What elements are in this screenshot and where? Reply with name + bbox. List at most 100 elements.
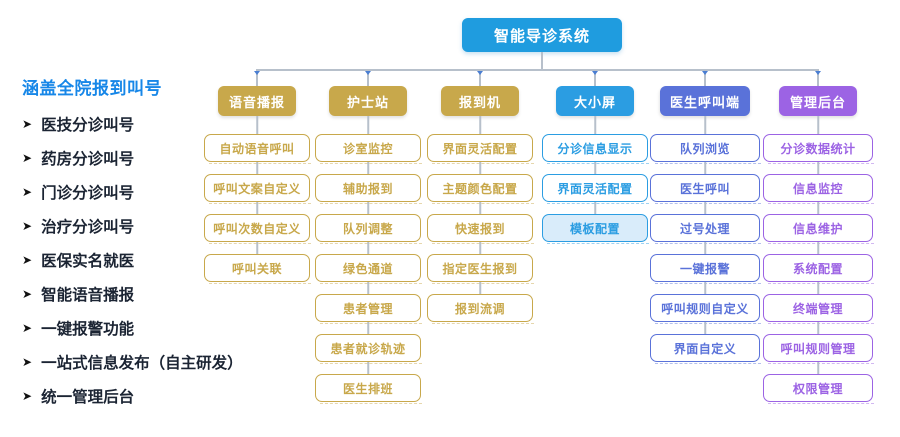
sidebar-item: ➤药房分诊叫号	[22, 141, 272, 175]
connector-line	[256, 202, 258, 214]
connector-line	[256, 116, 258, 134]
feature-node: 呼叫规则管理	[763, 334, 874, 364]
connector-line	[367, 116, 369, 134]
feature-node: 呼叫文案自定义	[204, 174, 311, 204]
column-header: 语音播报	[218, 86, 296, 116]
connector-line	[594, 162, 596, 174]
feature-node: 医生排班	[315, 374, 422, 404]
connector-line	[479, 242, 481, 254]
sidebar-item: ➤治疗分诊叫号	[22, 209, 272, 243]
feature-node: 过号处理	[650, 214, 761, 244]
column-header: 报到机	[441, 86, 519, 116]
feature-sidebar: 涵盖全院报到叫号 ➤医技分诊叫号➤药房分诊叫号➤门诊分诊叫号➤治疗分诊叫号➤医保…	[22, 74, 272, 413]
connector-line	[367, 242, 369, 254]
arrow-bullet-icon: ➤	[22, 219, 33, 233]
connector-line	[256, 70, 258, 86]
module-column-1: 语音播报自动语音呼叫呼叫文案自定义呼叫次数自定义呼叫关联	[204, 86, 311, 294]
arrow-bullet-icon: ➤	[22, 355, 33, 369]
arrow-bullet-icon: ➤	[22, 185, 33, 199]
feature-node: 分诊数据统计	[763, 134, 874, 164]
connector-line	[704, 116, 706, 134]
connector-line	[704, 322, 706, 334]
feature-node: 患者管理	[315, 294, 422, 324]
sidebar-item: ➤门诊分诊叫号	[22, 175, 272, 209]
sidebar-item: ➤统一管理后台	[22, 379, 272, 413]
connector-line	[704, 282, 706, 294]
connector-line	[817, 322, 819, 334]
sidebar-list: ➤医技分诊叫号➤药房分诊叫号➤门诊分诊叫号➤治疗分诊叫号➤医保实名就医➤智能语音…	[22, 107, 272, 413]
sidebar-item: ➤ 医保实名就医	[22, 243, 272, 277]
arrow-bullet-icon: ➤	[22, 253, 33, 267]
connector-line	[367, 282, 369, 294]
feature-node: 模板配置	[542, 214, 649, 244]
connector-line	[594, 116, 596, 134]
feature-node: 队列浏览	[650, 134, 761, 164]
connector-line	[367, 202, 369, 214]
connector-line	[479, 70, 481, 86]
connector-line	[704, 242, 706, 254]
feature-node: 分诊信息显示	[542, 134, 649, 164]
feature-node: 辅助报到	[315, 174, 422, 204]
column-header: 管理后台	[779, 86, 857, 116]
connector-line	[594, 70, 596, 86]
connector-line	[817, 242, 819, 254]
sidebar-item-label: 一键报警功能	[41, 321, 135, 338]
connector-line	[256, 69, 819, 71]
connector-line	[594, 202, 596, 214]
connector-line	[541, 52, 543, 70]
sidebar-item: ➤医技分诊叫号	[22, 107, 272, 141]
feature-node: 绿色通道	[315, 254, 422, 284]
sidebar-title: 涵盖全院报到叫号	[22, 79, 162, 98]
feature-node: 界面灵活配置	[542, 174, 649, 204]
module-column-5: 医生呼叫端队列浏览医生呼叫过号处理一键报警呼叫规则自定义界面自定义	[650, 86, 761, 374]
connector-line	[817, 282, 819, 294]
module-column-6: 管理后台分诊数据统计信息监控信息维护系统配置终端管理呼叫规则管理权限管理	[763, 86, 874, 414]
feature-node: 呼叫规则自定义	[650, 294, 761, 324]
feature-node: 主题颜色配置	[427, 174, 534, 204]
column-header: 医生呼叫端	[659, 86, 751, 116]
feature-node: 指定医生报到	[427, 254, 534, 284]
feature-node: 一键报警	[650, 254, 761, 284]
connector-line	[479, 282, 481, 294]
feature-node: 快速报到	[427, 214, 534, 244]
feature-node: 患者就诊轨迹	[315, 334, 422, 364]
feature-node: 权限管理	[763, 374, 874, 404]
connector-line	[817, 116, 819, 134]
connector-line	[367, 322, 369, 334]
connector-line	[704, 70, 706, 86]
arrow-bullet-icon: ➤	[22, 287, 33, 301]
connector-line	[704, 162, 706, 174]
feature-node: 信息维护	[763, 214, 874, 244]
sidebar-item-label: 医保实名就医	[41, 253, 135, 270]
sidebar-item-label: 一站式信息发布（自主研发）	[41, 355, 243, 372]
connector-line	[367, 70, 369, 86]
connector-line	[704, 202, 706, 214]
feature-node: 呼叫次数自定义	[204, 214, 311, 244]
connector-line	[367, 162, 369, 174]
sidebar-item: ➤ 一键报警功能	[22, 311, 272, 345]
sidebar-item: ➤ 一站式信息发布（自主研发）	[22, 345, 272, 379]
feature-node: 界面自定义	[650, 334, 761, 364]
feature-node: 诊室监控	[315, 134, 422, 164]
feature-node: 界面灵活配置	[427, 134, 534, 164]
root-node: 智能导诊系统	[462, 18, 622, 52]
connector-line	[479, 116, 481, 134]
module-column-3: 报到机界面灵活配置主题颜色配置快速报到指定医生报到报到流调	[427, 86, 534, 334]
connector-line	[256, 242, 258, 254]
junction-arrow-icon	[592, 71, 598, 75]
connector-line	[817, 162, 819, 174]
feature-node: 队列调整	[315, 214, 422, 244]
feature-node: 自动语音呼叫	[204, 134, 311, 164]
connector-line	[479, 202, 481, 214]
junction-arrow-icon	[815, 71, 821, 75]
module-column-2: 护士站诊室监控辅助报到队列调整绿色通道患者管理患者就诊轨迹医生排班	[315, 86, 422, 414]
junction-arrow-icon	[365, 71, 371, 75]
arrow-bullet-icon: ➤	[22, 321, 33, 335]
connector-line	[367, 362, 369, 374]
sidebar-item-label: 智能语音播报	[41, 287, 135, 304]
connector-line	[817, 202, 819, 214]
sidebar-item-label: 统一管理后台	[41, 389, 135, 406]
module-column-4: 大小屏分诊信息显示界面灵活配置模板配置	[542, 86, 649, 254]
junction-arrow-icon	[702, 71, 708, 75]
feature-node: 系统配置	[763, 254, 874, 284]
